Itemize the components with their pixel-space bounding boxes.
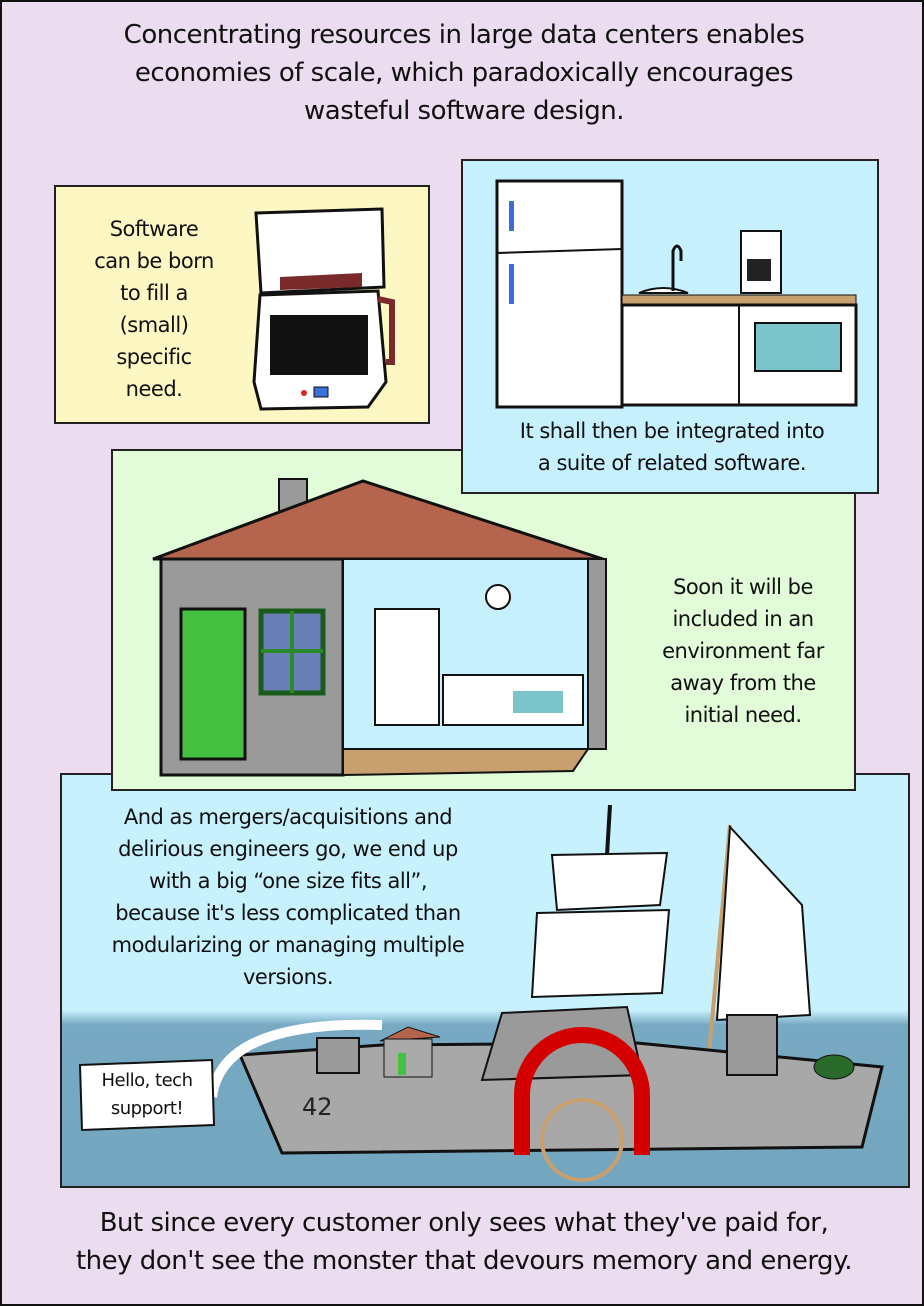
kitchen-illustration <box>495 179 858 409</box>
panel3-caption: Soon it will be included in an environme… <box>662 575 824 727</box>
house-illustration <box>152 478 607 777</box>
comic-conclusion: But since every customer only sees what … <box>75 1208 853 1276</box>
hull-number: 42 <box>302 1093 333 1121</box>
panel1-caption: Software can be born to fill a (small) s… <box>94 217 214 401</box>
coffee-maker-illustration <box>252 207 395 411</box>
panel-kitchen: It shall then be integrated into a suite… <box>461 159 879 494</box>
panel4-caption: And as mergers/acquisitions and deliriou… <box>111 805 465 989</box>
panel-coffee-maker: Software can be born to fill a (small) s… <box>54 185 430 424</box>
comic-title: Concentrating resources in large data ce… <box>123 20 805 126</box>
panel-ship: 42 And as mergers/acquisitions and delir… <box>60 773 910 1188</box>
panel-house: Soon it will be included in an environme… <box>111 449 856 791</box>
ship-illustration: 42 <box>78 804 884 1182</box>
panel2-caption: It shall then be integrated into a suite… <box>519 419 825 475</box>
speech-bubble: Hello, tech support! <box>101 1070 193 1119</box>
